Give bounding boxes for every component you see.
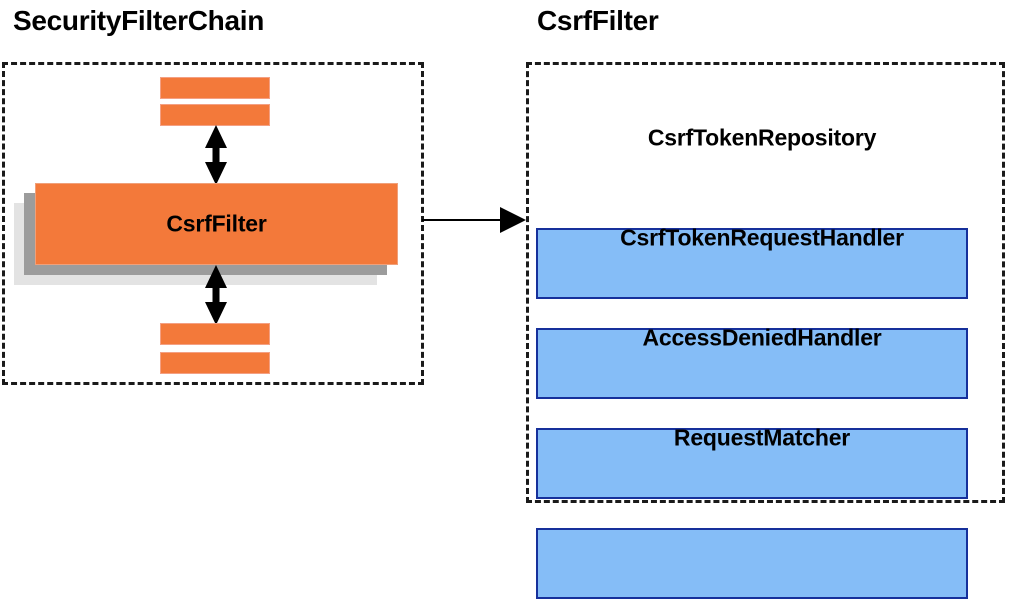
csrf-filter-panel: [526, 62, 1005, 503]
dependency-box-csrf-token-repository[interactable]: CsrfTokenRepository: [536, 94, 988, 299]
filter-slab-above-2: [160, 104, 270, 126]
security-filter-chain-panel: [2, 62, 424, 385]
diagram-canvas: SecurityFilterChain CsrfFilter CsrfFilte…: [2, 5, 1005, 599]
csrf-filter-box-face[interactable]: CsrfFilter: [35, 183, 398, 265]
dependency-box-label: CsrfTokenRequestHandler: [620, 224, 904, 250]
dependency-box-label: CsrfTokenRepository: [647, 124, 877, 150]
csrf-filter-box-label: CsrfFilter: [166, 210, 267, 237]
filter-slab-above-1: [160, 77, 270, 99]
dependency-box-label: RequestMatcher: [673, 424, 851, 450]
box-shadow-dark: [536, 461, 964, 528]
dependency-box-face[interactable]: AccessDeniedHandler: [536, 324, 968, 499]
dependency-box-request-matcher[interactable]: RequestMatcher: [536, 394, 988, 599]
filter-slab-below-2: [160, 352, 270, 374]
dependency-box-csrf-token-request-handler[interactable]: CsrfTokenRequestHandler: [536, 194, 988, 399]
dependency-box-label: AccessDeniedHandler: [642, 324, 882, 350]
double-arrow-up-icon: [201, 124, 231, 186]
double-arrow-down-icon: [201, 264, 231, 326]
dependency-box-face[interactable]: RequestMatcher: [536, 424, 968, 599]
dependency-box-face[interactable]: CsrfTokenRepository: [536, 124, 968, 299]
dependency-box-access-denied-handler[interactable]: AccessDeniedHandler: [536, 294, 988, 499]
page-title-security-filter-chain: SecurityFilterChain: [13, 5, 265, 36]
dependency-box-face[interactable]: CsrfTokenRequestHandler: [536, 224, 968, 399]
filter-slab-below-1: [160, 323, 270, 345]
csrf-filter-box[interactable]: CsrfFilter: [14, 183, 398, 285]
page-title-csrf-filter: CsrfFilter: [537, 5, 659, 36]
connector-right-arrow-icon: [422, 205, 528, 235]
